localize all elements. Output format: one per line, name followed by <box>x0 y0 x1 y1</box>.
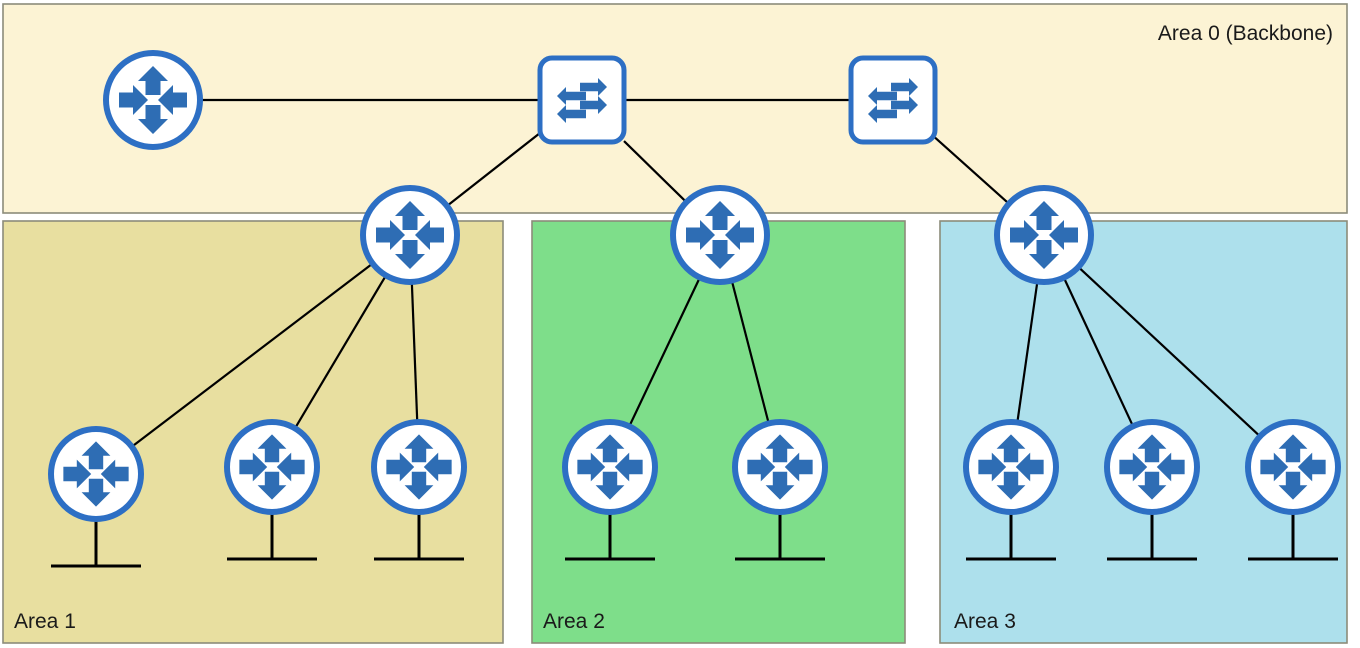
switch-arrow-right-bottom <box>891 96 918 114</box>
arrow-left-inward-icon <box>725 220 754 250</box>
node-abr-area1[interactable] <box>360 185 460 285</box>
router-icon[interactable] <box>103 50 203 150</box>
router-icon[interactable] <box>963 419 1059 515</box>
router-arrows-glyph <box>119 66 187 134</box>
node-backbone-router-left[interactable] <box>103 50 203 150</box>
links-layer <box>131 98 1261 448</box>
arrow-up-icon <box>1278 434 1308 463</box>
router-icon[interactable] <box>732 419 828 515</box>
arrow-up-icon <box>395 201 425 230</box>
link-core-switch-1-to-abr-area2 <box>623 140 687 203</box>
switch-arrow-left-lower <box>868 105 897 123</box>
node-area2-router-1[interactable] <box>562 419 658 515</box>
node-area3-router-1[interactable] <box>963 419 1059 515</box>
node-abr-area3[interactable] <box>994 185 1094 285</box>
link-abr-area1-to-area1-router-1 <box>131 263 373 448</box>
node-area3-router-2[interactable] <box>1104 419 1200 515</box>
arrow-up-icon <box>595 434 625 463</box>
arrow-down-icon <box>81 478 111 507</box>
link-abr-area2-to-area2-router-1 <box>628 277 701 426</box>
arrow-down-icon <box>705 240 735 269</box>
area-label-area2: Area 2 <box>543 610 605 633</box>
switch-arrow-right-bottom <box>580 96 607 114</box>
arrow-right-inward-icon <box>376 220 405 250</box>
router-arrows-glyph <box>686 201 754 269</box>
router-icon[interactable] <box>562 419 658 515</box>
router-arrows-glyph <box>376 201 444 269</box>
arrow-up-icon <box>1137 434 1167 463</box>
arrow-down-icon <box>595 471 625 500</box>
router-arrows-glyph <box>1010 201 1078 269</box>
nodes-layer <box>48 50 1341 522</box>
switch-arrow-right-top <box>580 78 607 96</box>
arrow-up-icon <box>996 434 1026 463</box>
arrow-down-icon <box>1137 471 1167 500</box>
arrow-down-icon <box>1029 240 1059 269</box>
switch-arrows-glyph <box>557 78 607 123</box>
router-icon[interactable] <box>994 185 1094 285</box>
link-abr-area3-to-area3-router-2 <box>1063 278 1134 426</box>
switch-arrow-left-upper <box>868 87 897 105</box>
arrow-down-icon <box>1278 471 1308 500</box>
switch-arrow-right-top <box>891 78 918 96</box>
link-core-switch-2-to-abr-area3 <box>934 136 1009 204</box>
node-area1-router-2[interactable] <box>224 419 320 515</box>
link-abr-area1-to-area1-router-2 <box>294 275 387 429</box>
arrow-left-inward-icon <box>1049 220 1078 250</box>
arrow-up-icon <box>81 441 111 470</box>
node-core-switch-2[interactable] <box>848 55 938 145</box>
area-labels-layer: Area 0 (Backbone) Area 1 Area 2 Area 3 <box>14 22 1333 633</box>
router-icon[interactable] <box>371 419 467 515</box>
node-area3-router-3[interactable] <box>1245 419 1341 515</box>
link-abr-area3-to-area3-router-1 <box>1016 282 1039 422</box>
arrow-down-icon <box>138 105 168 134</box>
link-core-switch-1-to-abr-area1 <box>447 132 541 207</box>
arrow-up-icon <box>138 66 168 95</box>
arrow-up-icon <box>705 201 735 230</box>
area-region-area0 <box>2 3 1348 214</box>
router-icon[interactable] <box>670 185 770 285</box>
arrow-left-inward-icon <box>158 85 187 115</box>
arrow-left-inward-icon <box>415 220 444 250</box>
router-icon[interactable] <box>48 426 144 522</box>
node-abr-area2[interactable] <box>670 185 770 285</box>
arrow-down-icon <box>765 471 795 500</box>
link-abr-area2-to-area2-router-2 <box>730 281 770 423</box>
link-abr-area3-to-area3-router-3 <box>1078 266 1261 437</box>
area-label-area1: Area 1 <box>14 610 76 633</box>
switch-arrow-left-upper <box>557 87 586 105</box>
arrow-down-icon <box>395 240 425 269</box>
stub-networks-layer <box>51 513 1338 568</box>
switch-arrows-glyph <box>868 78 918 123</box>
switch-arrow-left-lower <box>557 105 586 123</box>
node-area1-router-1[interactable] <box>48 426 144 522</box>
arrow-up-icon <box>1029 201 1059 230</box>
arrow-right-inward-icon <box>1010 220 1039 250</box>
arrow-up-icon <box>765 434 795 463</box>
node-core-switch-1[interactable] <box>537 55 627 145</box>
arrow-right-inward-icon <box>119 85 148 115</box>
router-icon[interactable] <box>360 185 460 285</box>
arrow-down-icon <box>996 471 1026 500</box>
arrow-right-inward-icon <box>686 220 715 250</box>
router-icon[interactable] <box>224 419 320 515</box>
router-icon[interactable] <box>1104 419 1200 515</box>
node-area2-router-2[interactable] <box>732 419 828 515</box>
link-abr-area1-to-area1-router-3 <box>410 282 419 422</box>
area-label-area0: Area 0 (Backbone) <box>1158 22 1333 45</box>
area-label-area3: Area 3 <box>954 610 1016 633</box>
node-area1-router-3[interactable] <box>371 419 467 515</box>
router-icon[interactable] <box>1245 419 1341 515</box>
